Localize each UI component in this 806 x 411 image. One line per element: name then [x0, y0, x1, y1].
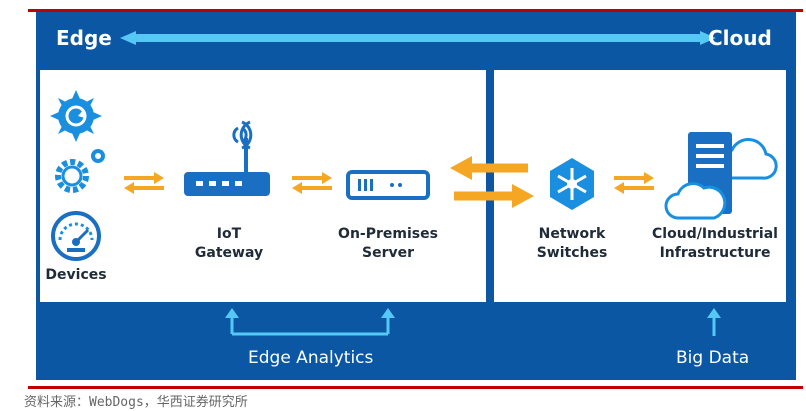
- big-data-arrow: [707, 308, 721, 336]
- server-label-line2: Server: [361, 245, 414, 261]
- switches-label-line1: Network: [538, 226, 606, 242]
- edge-analytics-label: Edge Analytics: [248, 348, 374, 368]
- gauge-icon: [51, 211, 101, 261]
- devices-label: Devices: [45, 267, 107, 283]
- top-rule: [28, 9, 803, 12]
- edge-label: Edge: [56, 26, 112, 50]
- edge-cloud-double-arrow: [120, 31, 716, 45]
- source-note: 资料来源：WebDogs，华西证券研究所: [24, 395, 248, 410]
- edge-analytics-bracket: [225, 308, 395, 336]
- cloud-server-icon: [664, 132, 778, 220]
- sun-sync-icon: [50, 90, 102, 142]
- edge-cloud-exchange-arrows: [450, 156, 534, 208]
- cloud-label: Cloud: [708, 26, 772, 50]
- exchange-arrows-2: [292, 172, 332, 194]
- gateway-label-line1: IoT: [216, 226, 242, 242]
- router-icon: [184, 120, 270, 196]
- big-data-label: Big Data: [676, 348, 750, 368]
- server-icon: [346, 170, 430, 200]
- gateway-label-line2: Gateway: [194, 245, 264, 261]
- gears-icon: [55, 149, 105, 193]
- exchange-arrows-3: [614, 172, 654, 194]
- bottom-rule: [28, 386, 803, 389]
- exchange-arrows-1: [124, 172, 164, 194]
- network-switch-icon: [550, 158, 594, 210]
- cloud-label-line2: Infrastructure: [659, 245, 771, 261]
- server-label-line1: On-Premises: [338, 226, 438, 242]
- switches-label-line2: Switches: [536, 245, 608, 261]
- cloud-label-line1: Cloud/Industrial: [652, 226, 778, 242]
